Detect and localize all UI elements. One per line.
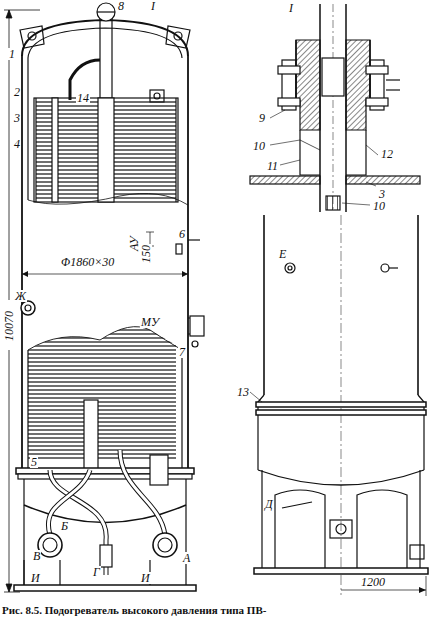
callout-label: 10 [372, 200, 386, 212]
callout-label: Г [92, 566, 101, 578]
callout-label: 1200 [360, 576, 386, 588]
callout-label: 10 [252, 140, 266, 152]
callout-label: 5 [30, 456, 38, 468]
callout-label: Б [60, 520, 69, 532]
callout-label: Φ1860×30 [60, 256, 115, 268]
vessel-side-view [250, 215, 428, 596]
callout-label: И [30, 572, 41, 584]
callout-label: В [32, 550, 41, 562]
callout-label: 13 [236, 386, 250, 398]
dimension-line [4, 10, 40, 592]
callout-label: I [288, 2, 294, 14]
callout-label: 12 [380, 148, 394, 160]
callout-label: 11 [266, 160, 279, 172]
figure-caption: Рис. 8.5. Подогреватель высокого давлени… [2, 604, 266, 617]
callout-label: А [182, 552, 191, 564]
callout-label: 8 [117, 0, 125, 12]
callout-label: МУ [140, 316, 160, 328]
callout-label: I [150, 0, 156, 12]
callout-label: 10070 [3, 310, 15, 342]
callout-label: 1 [8, 48, 16, 60]
callout-label: 9 [258, 112, 266, 124]
flange-detail [250, 4, 420, 212]
callout-label: И [140, 572, 151, 584]
callout-label: 4 [13, 138, 21, 150]
vessel-section [14, 3, 204, 591]
callout-label: 6 [178, 228, 186, 240]
callout-label: Д [264, 498, 274, 510]
callout-label: Е [278, 248, 287, 260]
callout-label: 3 [13, 112, 21, 124]
callout-label: 14 [76, 92, 90, 104]
callout-label: 7 [178, 346, 186, 358]
callout-label: Ж [14, 290, 27, 302]
callout-label: 2 [13, 86, 21, 98]
callout-label: АУ [128, 235, 140, 252]
callout-label: 3 [378, 188, 386, 200]
callout-label: 150 [140, 244, 152, 264]
